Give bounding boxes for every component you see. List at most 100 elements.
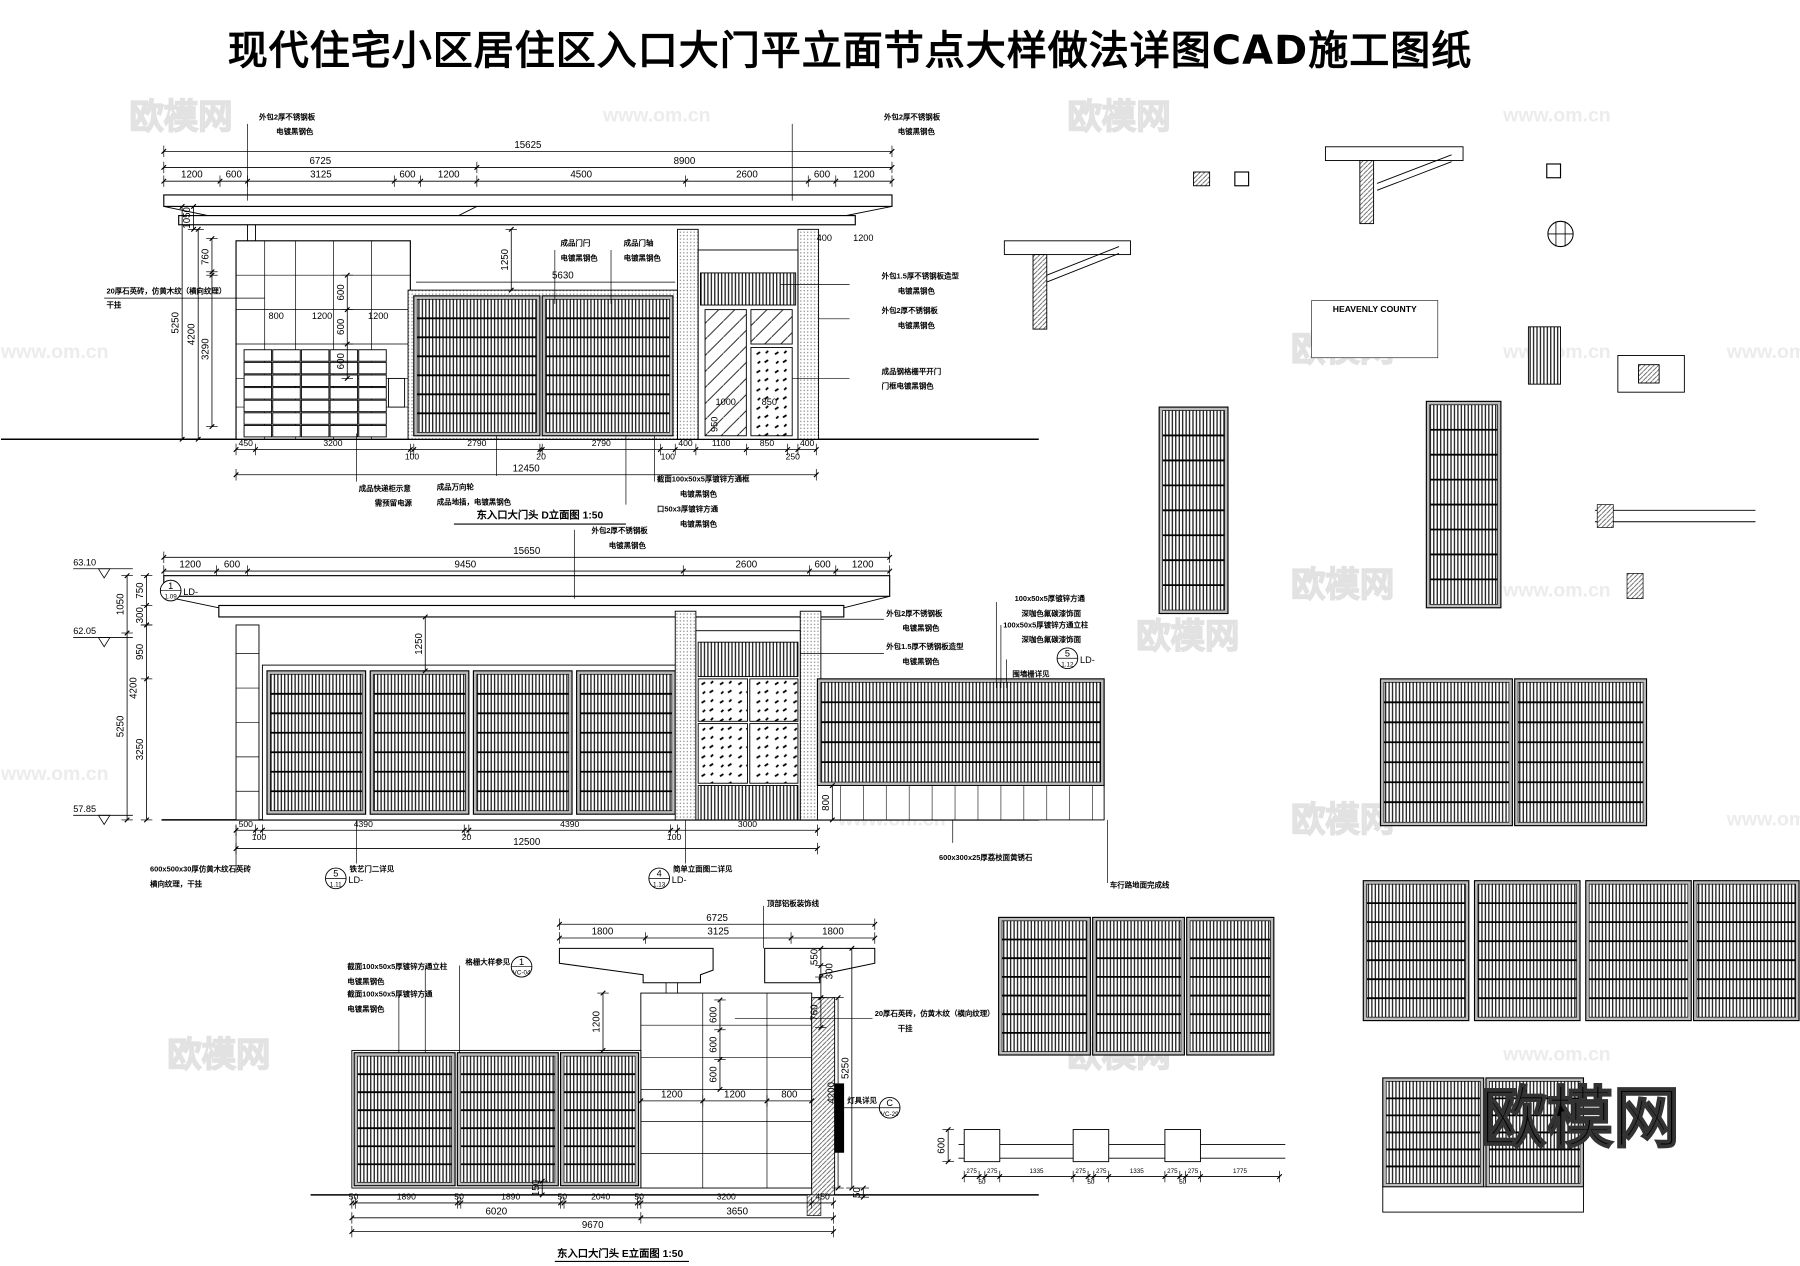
- dimension-tick: [886, 554, 893, 561]
- d-mailbox-cell: [300, 399, 330, 413]
- c-dim-top: 1200: [179, 560, 201, 571]
- e-callout-number: 1: [519, 957, 524, 967]
- d-dim-bottom: 100: [405, 451, 420, 461]
- dimension-tick: [344, 375, 350, 382]
- d-note: 外包2厚不锈钢板: [259, 111, 316, 121]
- dimension-tick: [407, 446, 414, 453]
- dimension-tick: [784, 446, 791, 453]
- dimension-tick: [1182, 1173, 1189, 1180]
- e-note: 20厚石英砖，仿黄木纹（横向纹理）: [875, 1008, 995, 1018]
- e-callout-number: C: [886, 1098, 893, 1108]
- dimension-tick: [642, 935, 649, 941]
- c-note: 电镀黑钢色: [902, 656, 940, 666]
- dimension-tick: [809, 1200, 815, 1206]
- watermark-logo-large: 欧模网: [1480, 1082, 1680, 1156]
- e-note: 截面100x50x5厚镀锌方通: [347, 989, 433, 999]
- e-dim-bottom: 3200: [717, 1191, 736, 1201]
- d-dim-bottom: 400: [800, 438, 815, 448]
- d-mailbox-cell: [300, 387, 330, 400]
- dimension-tick: [860, 1194, 867, 1200]
- d-dim-bottom: 20: [536, 451, 546, 461]
- dimension-label: 550: [809, 948, 820, 965]
- detail-gate-leaf: [1366, 883, 1466, 1018]
- dimension-label: 1200: [853, 233, 873, 243]
- d-swing-door: [750, 347, 793, 437]
- e-dim-top: 1800: [822, 927, 844, 938]
- d-mailbox-cell: [300, 374, 330, 387]
- d-dim-top: 2600: [736, 170, 758, 181]
- dimension-tick: [190, 226, 197, 233]
- c-dim-top: 600: [224, 560, 241, 571]
- d-mailbox-cell: [358, 361, 387, 375]
- e-note: 干挂: [898, 1023, 913, 1033]
- dimension-tick: [161, 568, 167, 574]
- e-dim-bottom: 50: [454, 1191, 464, 1201]
- c-note: 外包2厚不锈钢板: [592, 525, 649, 535]
- d-note: 电镀黑钢色: [898, 286, 936, 296]
- dimension-tick: [1106, 1173, 1112, 1180]
- detail-plinth-dims: 275: [1075, 1168, 1086, 1175]
- dimension-tick: [537, 446, 543, 453]
- c-note: 600x300x25厚荔枝面黄锈石: [939, 852, 1033, 862]
- c-dim-overall: 15650: [513, 546, 541, 557]
- dimension-tick: [743, 446, 750, 453]
- detail-plinth-dims: 275: [966, 1168, 977, 1175]
- c-callout-number: 5: [1065, 649, 1070, 659]
- dimension-tick: [233, 472, 239, 478]
- dimension-tick: [161, 554, 167, 561]
- dimension-label: 950: [710, 417, 720, 432]
- d-note: 成品万向轮: [437, 482, 475, 492]
- d-dim-top: 1200: [181, 170, 203, 181]
- c-note: 100x50x5厚镀锌方通: [1015, 593, 1086, 603]
- dimension-tick: [161, 178, 167, 184]
- dimension-label: 4200: [827, 1081, 838, 1103]
- d-mailbox-cell: [243, 399, 273, 413]
- dimension-tick: [539, 1178, 545, 1184]
- e-caption: 东入口大门头 E立面图 1:50: [557, 1247, 683, 1260]
- dimension-tick: [976, 1173, 982, 1180]
- dimension-tick: [889, 178, 895, 184]
- drawing-title: 现代住宅小区居住区入口大门平立面节点大样做法详图CAD施工图纸: [227, 28, 1473, 74]
- d-mailbox-cell: [272, 424, 301, 438]
- dimension-tick: [667, 827, 674, 833]
- detail-gate-leaf: [1588, 883, 1689, 1018]
- e-dim-bottom: 1890: [501, 1191, 520, 1201]
- d-dim-top: 3125: [310, 170, 332, 181]
- detail-fence-panel: [1001, 920, 1088, 1052]
- dimension-tick: [556, 935, 563, 941]
- detail-plinth-dims: 1775: [1233, 1168, 1248, 1175]
- c-dim-total: 12500: [513, 837, 541, 848]
- detail-grille-section: [1527, 326, 1561, 385]
- e-grille-panel: [357, 1055, 452, 1183]
- c-dim-bottom: 3000: [738, 819, 757, 829]
- dimension-tick: [259, 827, 266, 833]
- c-dim-top: 2600: [736, 560, 758, 571]
- d-dim-top: 600: [814, 170, 831, 181]
- d-dim-mid: 8900: [674, 156, 696, 167]
- dimension-tick: [1197, 1173, 1204, 1180]
- watermark-url: www.om.cn: [0, 763, 109, 785]
- e-note: 电镀黑钢色: [347, 976, 385, 986]
- dimension-tick: [391, 178, 397, 184]
- detail-plinth-dims: 275: [1188, 1168, 1199, 1175]
- dimension-tick: [209, 272, 215, 278]
- c-dim-bottom: 100: [667, 832, 682, 842]
- dimension-tick: [344, 306, 350, 313]
- dimension-label: 600: [336, 353, 347, 370]
- detail-edge-profile: [1626, 573, 1644, 599]
- detail-plinth-dims: 275: [987, 1168, 998, 1175]
- dimension-tick: [830, 1215, 837, 1221]
- e-dim-bottom: 50: [634, 1191, 644, 1201]
- d-door-glass-top: [750, 309, 793, 345]
- d-dim-top: 1200: [438, 170, 460, 181]
- dimension-tick: [244, 568, 251, 574]
- detail-plinth-dims: 275: [1096, 1168, 1107, 1175]
- d-door-transom-grille: [700, 272, 797, 306]
- d-mailbox-cell: [329, 399, 359, 413]
- watermark-url: www.om.cn: [1502, 105, 1611, 127]
- d-note: 成品地插，电镀黑钢色: [437, 497, 512, 507]
- dimension-tick: [349, 1215, 355, 1221]
- dimension-tick: [813, 446, 819, 453]
- d-mailbox-cell: [329, 349, 359, 362]
- e-dim-total: 9670: [582, 1220, 604, 1231]
